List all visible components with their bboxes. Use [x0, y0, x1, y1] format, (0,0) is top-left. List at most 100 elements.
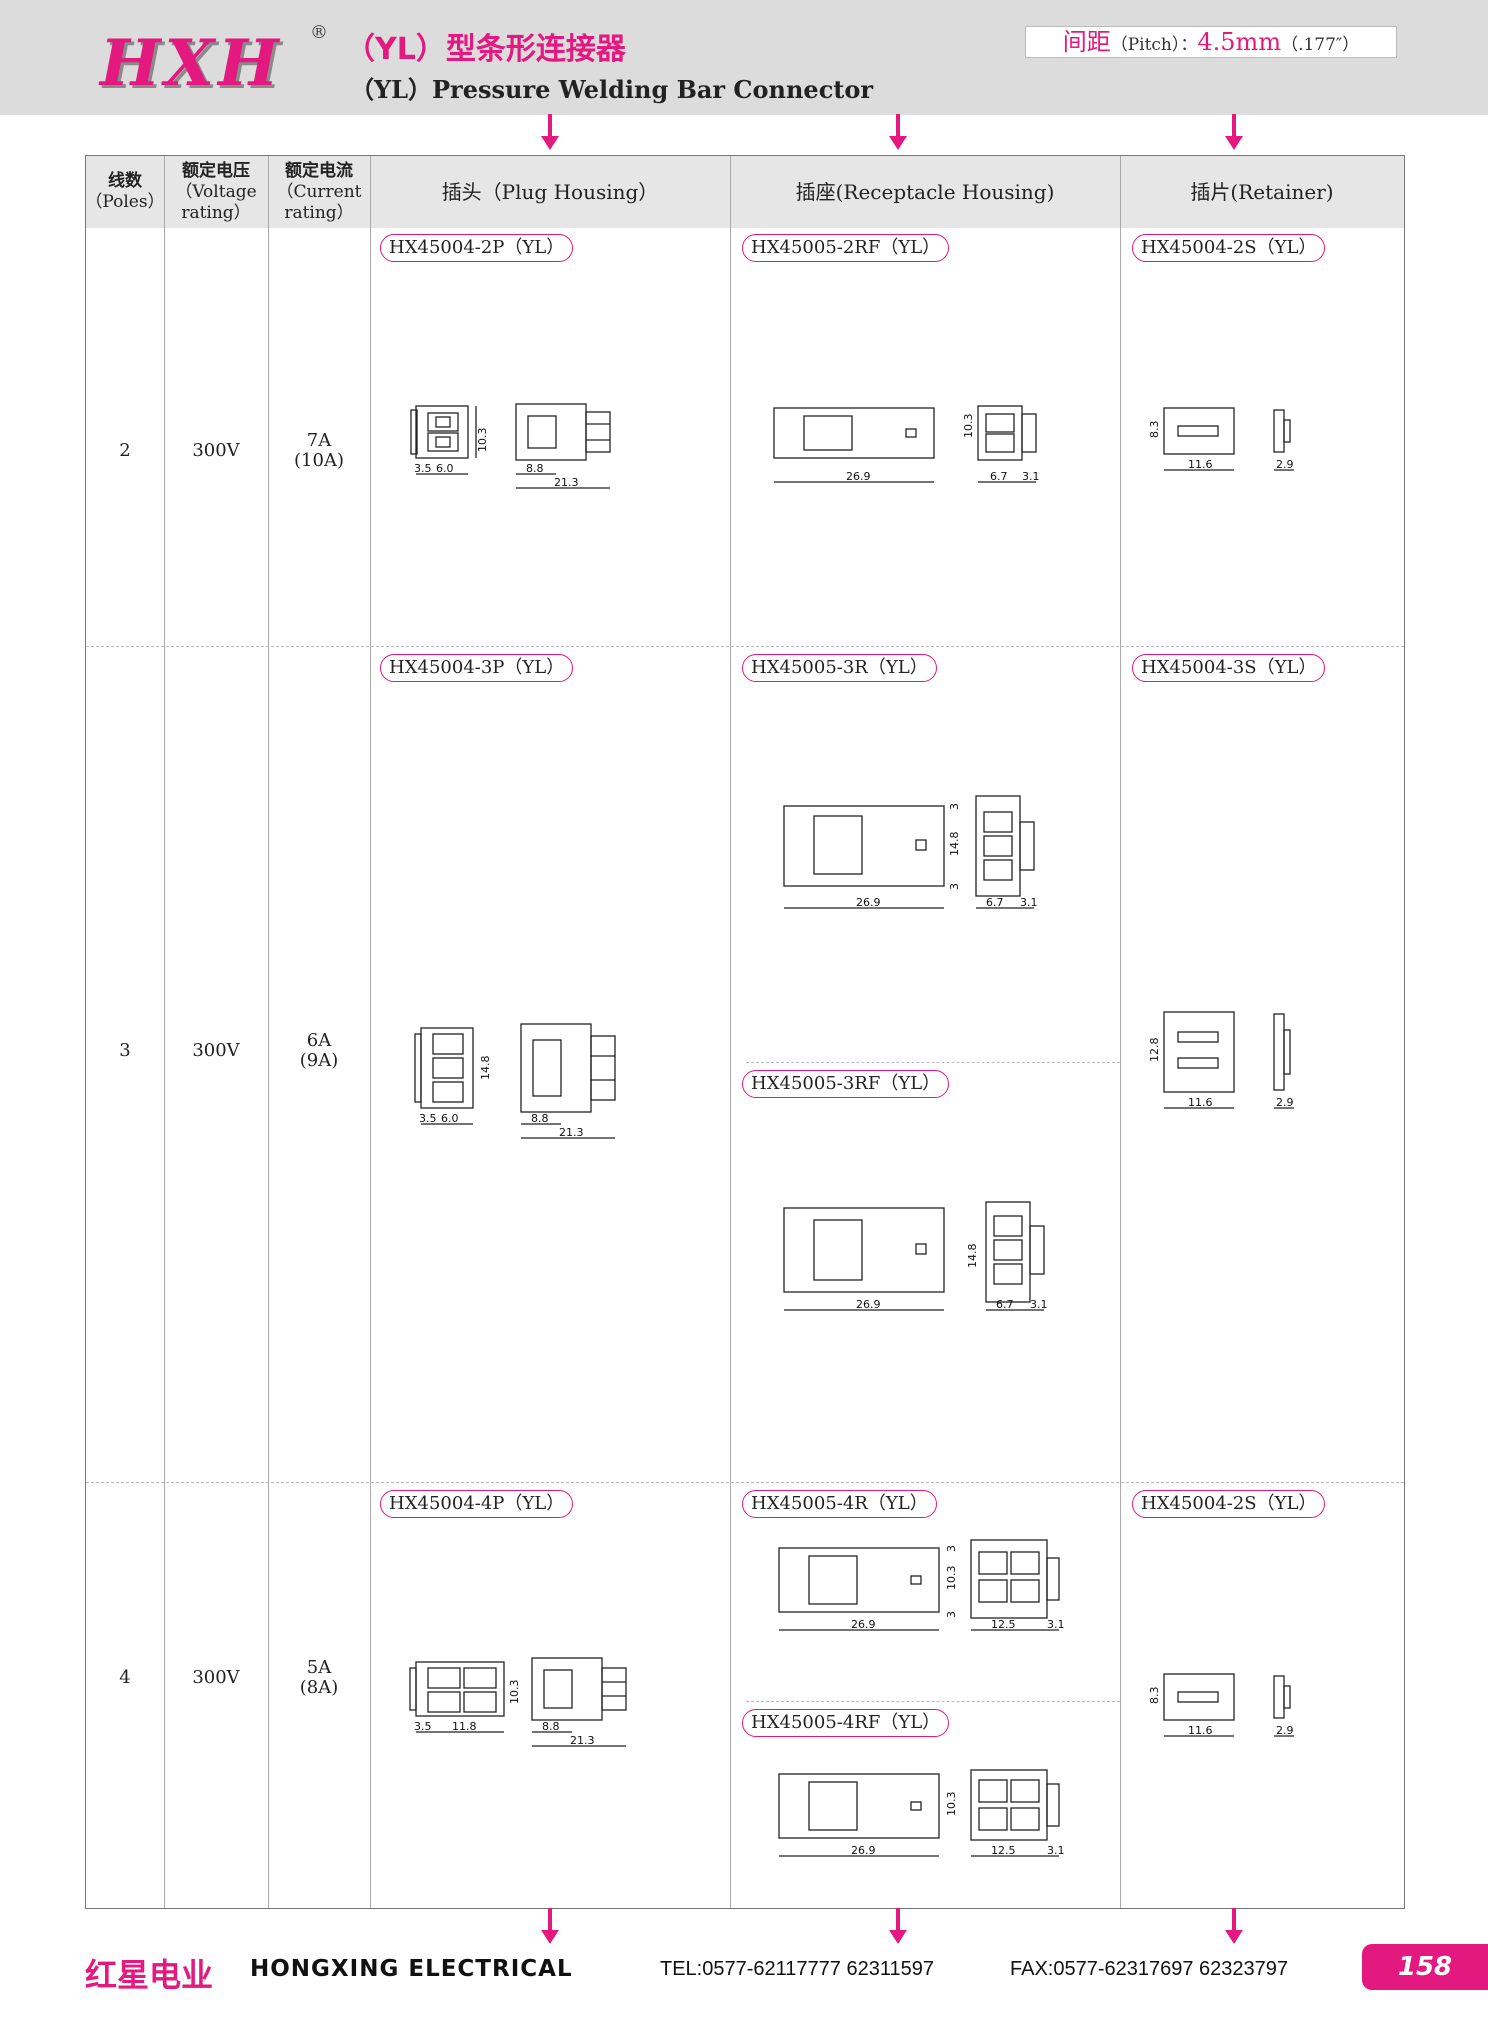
- svg-text:3.1: 3.1: [1020, 896, 1038, 909]
- part-number: HX45005-4R（YL）: [742, 1490, 937, 1518]
- svg-text:26.9: 26.9: [856, 896, 881, 909]
- receptacle-3rf-drawing: 26.9 14.8 6.7 3.1: [783, 1201, 1048, 1311]
- svg-text:6.7: 6.7: [990, 470, 1008, 483]
- svg-text:3.1: 3.1: [1047, 1618, 1065, 1631]
- part-number: HX45005-3RF（YL）: [742, 1070, 950, 1098]
- receptacle-2rf-drawing: 26.9 10.3 6.7 3.1: [773, 405, 1040, 483]
- svg-text:14.8: 14.8: [966, 1244, 979, 1269]
- retainer-2s-drawing: 8.3 11.6 2.9: [1148, 407, 1294, 471]
- part-number: HX45005-2RF（YL）: [742, 234, 950, 262]
- svg-text:3.5: 3.5: [414, 1720, 432, 1733]
- row3-poles: 4: [119, 1667, 131, 1688]
- hxh-logo: HXH: [100, 26, 283, 101]
- row1-current: 7A(10A): [294, 430, 344, 471]
- svg-text:3: 3: [945, 1545, 958, 1552]
- svg-text:21.3: 21.3: [559, 1126, 584, 1139]
- svg-text:3: 3: [945, 1611, 958, 1618]
- part-number: HX45004-2P（YL）: [380, 234, 574, 262]
- page-title-en: （YL）Pressure Welding Bar Connector: [350, 75, 874, 104]
- svg-text:6.0: 6.0: [436, 462, 454, 475]
- retainer-3s-drawing: 12.8 11.6 2.9: [1148, 1011, 1294, 1109]
- plug-3p-drawing: 14.8 3.5 6.0 8.8 21.3: [414, 1023, 616, 1139]
- svg-text:12.5: 12.5: [991, 1618, 1016, 1631]
- svg-text:21.3: 21.3: [554, 476, 579, 489]
- part-number: HX45005-3R（YL）: [742, 654, 937, 682]
- svg-text:8.3: 8.3: [1148, 1687, 1161, 1705]
- part-number: HX45005-4RF（YL）: [742, 1709, 950, 1737]
- row3-voltage: 300V: [192, 1667, 240, 1688]
- footer-brand-en: HONGXING ELECTRICAL: [250, 1956, 573, 1982]
- arrow-down-icon: [1225, 114, 1243, 150]
- svg-text:11.6: 11.6: [1188, 1096, 1213, 1109]
- svg-text:2.9: 2.9: [1276, 1096, 1294, 1109]
- footer-tel: TEL:0577-62117777 62311597: [660, 1958, 934, 1980]
- row2-poles: 3: [119, 1040, 131, 1061]
- svg-text:3.5: 3.5: [419, 1112, 437, 1125]
- plug-2p-drawing: 10.3 3.5 6.0 8.8 21.3: [410, 403, 611, 489]
- svg-text:14.8: 14.8: [948, 832, 961, 857]
- svg-text:11.8: 11.8: [452, 1720, 477, 1733]
- svg-text:8.8: 8.8: [526, 462, 544, 475]
- svg-text:3.5: 3.5: [414, 462, 432, 475]
- arrow-down-icon: [1225, 1908, 1243, 1944]
- header-receptacle: 插座(Receptacle Housing): [795, 179, 1055, 204]
- svg-text:3: 3: [948, 883, 961, 890]
- pitch-box: 间距（Pitch）：4.5mm（.177″）: [1025, 26, 1397, 58]
- arrow-down-icon: [889, 1908, 907, 1944]
- svg-text:12.5: 12.5: [991, 1844, 1016, 1857]
- svg-text:6.0: 6.0: [441, 1112, 459, 1125]
- svg-text:26.9: 26.9: [856, 1298, 881, 1311]
- header-plug: 插头（Plug Housing）: [441, 179, 659, 204]
- svg-text:11.6: 11.6: [1188, 1724, 1213, 1737]
- table-header: [86, 156, 1404, 228]
- page-number: 158: [1362, 1944, 1488, 1990]
- page-title-cn: （YL）型条形连接器: [345, 32, 626, 67]
- part-number: HX45004-3P（YL）: [380, 654, 574, 682]
- svg-text:6.7: 6.7: [996, 1298, 1014, 1311]
- row3-current: 5A(8A): [299, 1657, 339, 1698]
- row1-voltage: 300V: [192, 440, 240, 461]
- svg-text:3.1: 3.1: [1022, 470, 1040, 483]
- retainer-4-drawing: 8.3 11.6 2.9: [1148, 1673, 1294, 1737]
- registered-mark: ®: [310, 22, 328, 43]
- header-retainer: 插片(Retainer): [1190, 179, 1334, 204]
- svg-text:10.3: 10.3: [945, 1792, 958, 1817]
- pitch-inch: （.177″）: [1281, 35, 1360, 55]
- part-number: HX45004-2S（YL）: [1132, 234, 1326, 262]
- svg-text:6.7: 6.7: [986, 896, 1004, 909]
- svg-text:8.3: 8.3: [1148, 421, 1161, 439]
- footer-brand-cn: 红星电业: [85, 1956, 214, 1994]
- part-number: HX45004-2S（YL）: [1132, 1490, 1326, 1518]
- svg-text:2.9: 2.9: [1276, 458, 1294, 471]
- part-number: HX45004-3S（YL）: [1132, 654, 1326, 682]
- receptacle-4rf-drawing: 26.9 10.3 12.5 3.1: [778, 1769, 1065, 1857]
- part-number: HX45004-4P（YL）: [380, 1490, 574, 1518]
- svg-text:26.9: 26.9: [851, 1618, 876, 1631]
- pitch-sub: （Pitch）：: [1110, 35, 1198, 55]
- svg-text:10.3: 10.3: [476, 428, 489, 453]
- svg-text:3.1: 3.1: [1047, 1844, 1065, 1857]
- arrow-down-icon: [541, 1908, 559, 1944]
- pitch-value: 4.5mm: [1197, 28, 1282, 56]
- row2-current: 6A(9A): [299, 1030, 339, 1071]
- svg-text:14.8: 14.8: [479, 1056, 492, 1081]
- svg-text:10.3: 10.3: [962, 414, 975, 439]
- svg-text:8.8: 8.8: [531, 1112, 549, 1125]
- svg-text:11.6: 11.6: [1188, 458, 1213, 471]
- svg-text:3: 3: [948, 803, 961, 810]
- footer-fax: FAX:0577-62317697 62323797: [1010, 1958, 1289, 1980]
- svg-text:3.1: 3.1: [1030, 1298, 1048, 1311]
- arrow-down-icon: [889, 114, 907, 150]
- svg-text:26.9: 26.9: [851, 1844, 876, 1857]
- pitch-label: 间距: [1062, 28, 1111, 56]
- svg-text:10.3: 10.3: [508, 1680, 521, 1705]
- row2-voltage: 300V: [192, 1040, 240, 1061]
- header-poles: 线数（Poles）: [85, 171, 165, 212]
- svg-text:26.9: 26.9: [846, 470, 871, 483]
- svg-text:2.9: 2.9: [1276, 1724, 1294, 1737]
- row1-poles: 2: [119, 440, 131, 461]
- svg-text:12.8: 12.8: [1148, 1038, 1161, 1063]
- svg-text:21.3: 21.3: [570, 1734, 595, 1747]
